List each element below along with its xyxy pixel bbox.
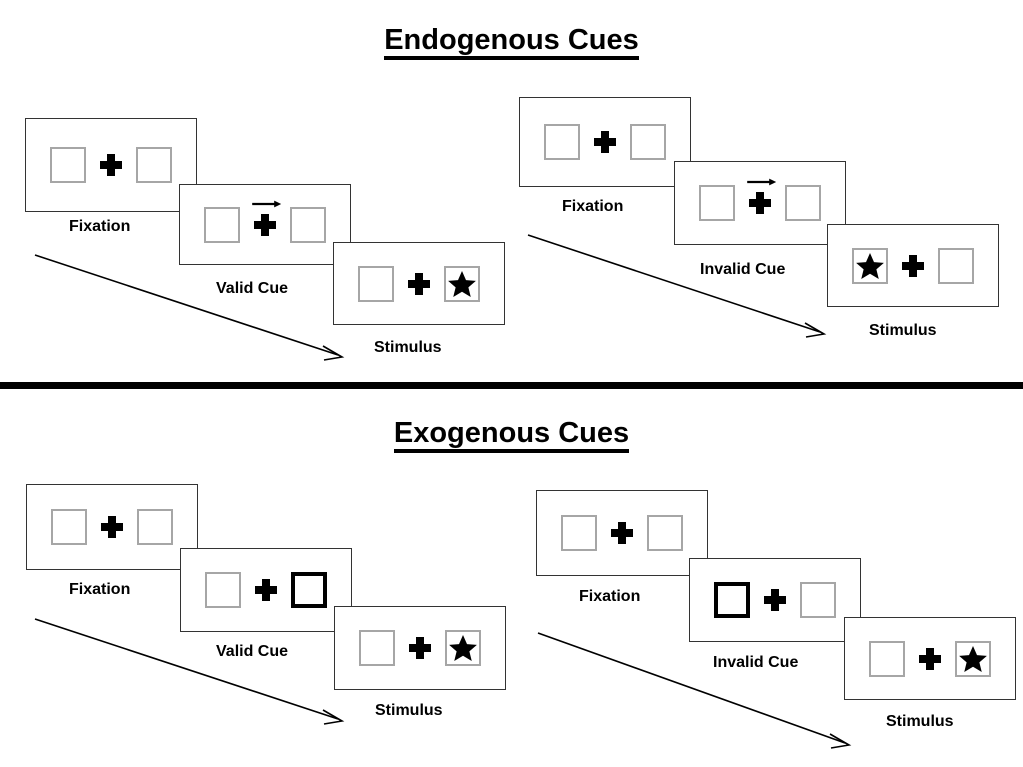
- frame-exogenous-invalid-fixation: [536, 490, 708, 576]
- caption-endogenous-valid-fixation: Fixation: [69, 218, 131, 235]
- frame-exogenous-invalid-stimulus: [844, 617, 1016, 700]
- right-box: [647, 515, 683, 551]
- fixation-cross-icon: [764, 589, 786, 611]
- section-title-endogenous-text: Endogenous Cues: [384, 25, 639, 61]
- star-target-icon: [856, 252, 884, 279]
- fixation-cross-icon: [611, 522, 633, 544]
- caption-endogenous-invalid-fixation: Fixation: [562, 198, 624, 215]
- right-box-with-target: [444, 265, 480, 302]
- caption-exogenous-valid-fixation: Fixation: [69, 581, 131, 598]
- right-box: [137, 509, 173, 545]
- caption-endogenous-invalid-cue: Invalid Cue: [700, 261, 786, 278]
- right-box: [136, 147, 172, 183]
- right-box: [785, 185, 821, 221]
- left-box: [699, 185, 735, 221]
- left-box: [359, 630, 395, 666]
- section-title-exogenous: Exogenous Cues: [0, 417, 1023, 454]
- fixation-cross-icon: [902, 254, 924, 277]
- frame-endogenous-valid-stimulus: [333, 242, 505, 325]
- caption-endogenous-valid-stimulus: Stimulus: [374, 339, 442, 356]
- right-box: [290, 206, 326, 243]
- right-box: [938, 247, 974, 284]
- frame-endogenous-valid-fixation: [25, 118, 197, 212]
- fixation-cross-icon: [594, 131, 616, 153]
- section-divider: [0, 382, 1023, 389]
- right-box-with-target: [955, 640, 991, 677]
- frame-exogenous-valid-cue: [180, 548, 352, 632]
- fixation-cross-icon: [101, 516, 123, 538]
- fixation-cross-icon: [409, 637, 431, 659]
- caption-exogenous-invalid-stimulus: Stimulus: [886, 713, 954, 730]
- left-box: [869, 640, 905, 677]
- left-box: [358, 265, 394, 302]
- frame-endogenous-invalid-cue: [674, 161, 846, 245]
- frame-endogenous-invalid-fixation: [519, 97, 691, 187]
- right-box: [800, 582, 836, 618]
- frame-endogenous-invalid-stimulus: [827, 224, 999, 307]
- left-box: [50, 147, 86, 183]
- left-box-with-target: [852, 247, 888, 284]
- fixation-cross-icon: [252, 200, 282, 236]
- caption-endogenous-valid-cue: Valid Cue: [216, 280, 289, 297]
- caption-exogenous-invalid-cue: Invalid Cue: [713, 654, 799, 671]
- right-box-cued: [291, 572, 327, 608]
- frame-exogenous-valid-fixation: [26, 484, 198, 570]
- arrow-right-cue-icon: [252, 200, 282, 207]
- star-target-icon: [448, 270, 476, 297]
- section-title-endogenous: Endogenous Cues: [0, 24, 1023, 61]
- frame-exogenous-invalid-cue: [689, 558, 861, 642]
- right-box: [630, 124, 666, 160]
- fixation-cross-icon: [255, 579, 277, 601]
- fixation-cross-icon: [919, 647, 941, 670]
- caption-endogenous-invalid-stimulus: Stimulus: [869, 322, 937, 339]
- star-target-icon: [959, 645, 987, 672]
- right-box-with-target: [445, 630, 481, 666]
- fixation-cross-icon: [408, 272, 430, 295]
- star-target-icon: [449, 635, 477, 661]
- fixation-cross-icon: [747, 178, 777, 214]
- left-box: [544, 124, 580, 160]
- left-box: [561, 515, 597, 551]
- frame-endogenous-valid-cue: [179, 184, 351, 265]
- left-box: [51, 509, 87, 545]
- caption-exogenous-valid-stimulus: Stimulus: [375, 702, 443, 719]
- left-box: [204, 206, 240, 243]
- frame-exogenous-valid-stimulus: [334, 606, 506, 690]
- section-title-exogenous-text: Exogenous Cues: [393, 418, 630, 454]
- left-box: [205, 572, 241, 608]
- caption-exogenous-valid-cue: Valid Cue: [216, 643, 289, 660]
- caption-exogenous-invalid-fixation: Fixation: [579, 588, 641, 605]
- arrow-right-cue-icon: [747, 178, 777, 186]
- fixation-cross-icon: [100, 154, 122, 176]
- left-box-cued: [714, 582, 750, 618]
